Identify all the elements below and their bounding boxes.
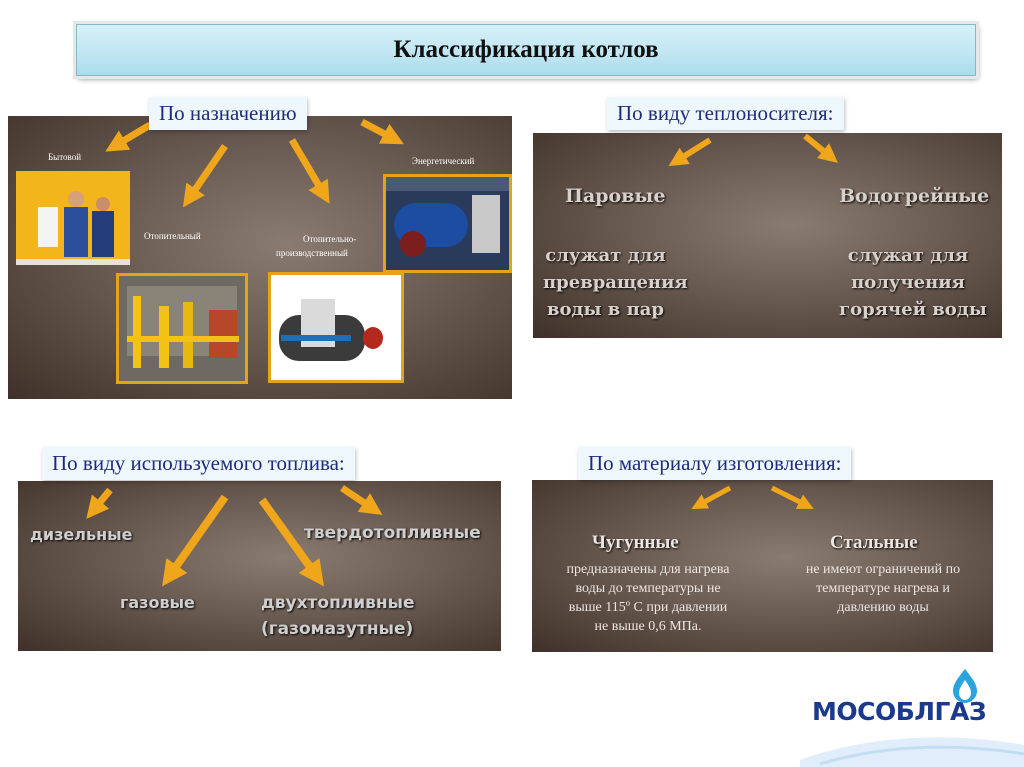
dual-fuel-label: двухтопливные: [261, 593, 415, 613]
arrow-to-heating: [182, 144, 228, 208]
arrow-to-steam: [668, 137, 712, 167]
water-desc-1: служат для: [847, 245, 969, 266]
water-desc-3: горячей воды: [839, 299, 987, 320]
water-head: Водогрейные: [839, 185, 990, 207]
power-boiler-photo: [383, 174, 512, 273]
logo-text: МОСОБЛГАЗ: [812, 697, 987, 726]
arrow-to-power: [360, 118, 404, 145]
material-panel: Чугунные Стальные предназначены для нагр…: [532, 480, 993, 652]
solid-fuel-label: твердотопливные: [304, 523, 481, 543]
arrow-to-diesel: [86, 487, 113, 519]
cast-iron-desc-1: предназначены для нагрева: [566, 562, 730, 577]
cast-iron-desc-2: воды до температуры не: [575, 581, 721, 596]
arrow-to-solid: [340, 485, 383, 515]
material-label: По материалу изготовления:: [578, 447, 852, 480]
flame-icon: [953, 669, 977, 703]
slide-title: Классификация котлов: [76, 24, 976, 76]
household-boiler-photo: [16, 171, 130, 265]
steel-desc-1: не имеют ограничений по: [805, 562, 961, 577]
gas-label: газовые: [120, 593, 195, 612]
cast-iron-desc-4: не выше 0,6 МПа.: [594, 619, 702, 634]
fuel-label: По виду используемого топлива:: [42, 447, 355, 480]
cast-iron-desc-3: выше 115º С при давлении: [568, 600, 728, 615]
water-desc-2: получения: [851, 272, 965, 293]
purpose-panel: Бытовой Отопительный Отопительно- произв…: [8, 116, 512, 399]
arrow-to-cast-iron: [691, 485, 732, 510]
logo-wave-icon: [800, 737, 1024, 767]
steam-desc-3: воды в пар: [546, 299, 665, 320]
diesel-label: дизельные: [30, 525, 133, 544]
carrier-label: По виду теплоносителя:: [607, 97, 844, 130]
arrow-to-steel: [770, 485, 814, 509]
arrow-to-water: [803, 133, 838, 163]
arrow-to-household: [105, 121, 152, 152]
steel-head: Стальные: [830, 532, 918, 553]
gas-oil-label: (газомазутные): [261, 619, 414, 639]
arrow-to-dual: [258, 497, 324, 587]
industrial-heating-label-1: Отопительно-: [303, 234, 357, 244]
steel-desc-3: давлению воды: [837, 600, 929, 615]
purpose-label: По назначению: [149, 97, 307, 130]
steam-desc-2: превращения: [543, 272, 688, 293]
cast-iron-head: Чугунные: [592, 532, 679, 553]
arrow-to-gas: [162, 494, 229, 587]
steam-desc-1: служат для: [545, 245, 666, 266]
steel-desc-2: температуре нагрева и: [816, 581, 950, 596]
heating-label: Отопительный: [144, 231, 201, 241]
power-label: Энергетический: [412, 156, 475, 166]
household-label: Бытовой: [48, 152, 82, 162]
carrier-panel: Паровые Водогрейные служат для превращен…: [533, 133, 1002, 338]
steam-head: Паровые: [565, 185, 666, 207]
arrow-to-industrial: [288, 138, 330, 204]
industrial-boiler-photo: [268, 272, 404, 383]
heating-boiler-photo: [116, 273, 248, 384]
industrial-heating-label-2: производственный: [276, 248, 348, 258]
